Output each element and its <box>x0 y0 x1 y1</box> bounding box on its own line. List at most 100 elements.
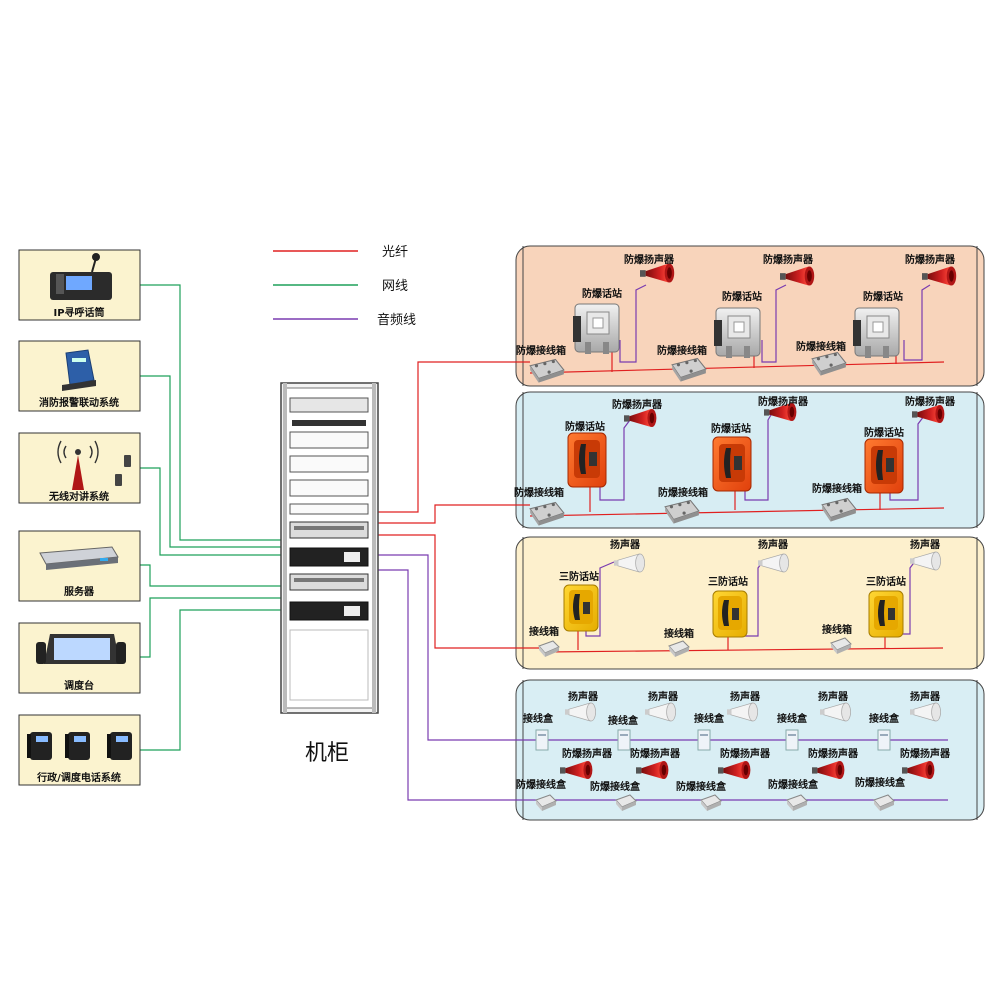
speaker-label: 防爆扬声器 <box>808 747 859 760</box>
orange-phone-icon <box>864 438 904 494</box>
phone-label: 防爆话站 <box>722 290 762 303</box>
zone4-top-unit[interactable]: 扬声器 接线盒 <box>694 690 761 751</box>
junction-box-icon <box>617 729 631 751</box>
speaker-label: 防爆扬声器 <box>720 747 771 760</box>
zone4-bottom-unit[interactable]: 防爆扬声器 防爆接线盒 <box>676 747 771 812</box>
speaker-label: 防爆扬声器 <box>612 398 663 411</box>
speaker-label: 扬声器 <box>910 538 941 551</box>
speaker-label: 防爆扬声器 <box>630 747 681 760</box>
zone2-unit[interactable]: 防爆话站 防爆扬声器 防爆接线箱 <box>514 398 663 526</box>
zone4-top-unit[interactable]: 扬声器 接线盒 <box>869 690 942 751</box>
zone-2: 防爆话站 防爆扬声器 防爆接线箱 防爆话站 防爆扬声器 防爆接线箱 防爆话站 防… <box>514 395 956 526</box>
zone3-unit[interactable]: 三防话站 扬声器 接线箱 <box>664 538 790 658</box>
zone4-top-unit[interactable]: 扬声器 接线盒 <box>777 690 852 751</box>
explosion-proof-phone-icon <box>853 307 900 359</box>
dispatch-console-icon <box>36 634 126 664</box>
orange-phone-icon <box>567 432 607 488</box>
server-icon <box>39 546 119 570</box>
source-admin-phone[interactable]: 行政/调度电话系统 <box>18 714 141 786</box>
zone1-unit[interactable]: 防爆话站 防爆扬声器 防爆接线箱 <box>516 253 675 383</box>
source-label: 消防报警联动系统 <box>39 396 119 409</box>
explosion-proof-phone-icon <box>714 307 761 359</box>
zone3-unit[interactable]: 三防话站 扬声器 接线箱 <box>529 538 646 658</box>
phone-label: 防爆话站 <box>864 426 904 439</box>
legend: 光纤 网线 音频线 <box>273 245 416 328</box>
speaker-label: 扬声器 <box>818 690 849 703</box>
box-label: 接线盒 <box>608 714 639 727</box>
box-label: 防爆接线箱 <box>658 486 708 499</box>
source-fire-alarm[interactable]: 消防报警联动系统 <box>18 340 141 412</box>
orange-phone-icon <box>712 436 752 492</box>
box-label: 防爆接线箱 <box>812 482 862 495</box>
zone-4: 扬声器 接线盒 扬声器 接线盒 扬声器 接线盒 扬声器 接线盒 扬声器 接线盒 <box>516 690 951 812</box>
speaker-label: 扬声器 <box>730 690 761 703</box>
box-label: 防爆接线盒 <box>590 780 641 793</box>
zone3-unit[interactable]: 三防话站 扬声器 接线箱 <box>822 538 942 655</box>
speaker-label: 防爆扬声器 <box>905 395 956 408</box>
box-label: 防爆接线盒 <box>855 776 906 789</box>
cabinet[interactable]: 机柜 <box>280 382 379 766</box>
zone-1: 防爆话站 防爆扬声器 防爆接线箱 防爆话站 防爆扬声器 防爆接线箱 防爆话站 防… <box>516 253 957 383</box>
source-wireless-intercom[interactable]: 无线对讲系统 <box>18 432 141 504</box>
box-label: 防爆接线盒 <box>768 778 819 791</box>
source-label: IP寻呼话筒 <box>53 306 104 319</box>
zone4-top-unit[interactable]: 扬声器 接线盒 <box>523 690 599 751</box>
box-label: 防爆接线箱 <box>516 344 566 357</box>
speaker-label: 扬声器 <box>648 690 679 703</box>
zone-3: 三防话站 扬声器 接线箱 三防话站 扬声器 接线箱 三防话站 扬声器 接线箱 <box>529 538 942 658</box>
zone2-unit[interactable]: 防爆话站 防爆扬声器 防爆接线箱 <box>812 395 956 522</box>
zone1-unit[interactable]: 防爆话站 防爆扬声器 防爆接线箱 <box>657 253 815 382</box>
box-label: 接线盒 <box>869 712 900 725</box>
box-label: 接线盒 <box>694 712 725 725</box>
zone1-unit[interactable]: 防爆话站 防爆扬声器 防爆接线箱 <box>796 253 957 376</box>
zone4-bottom-unit[interactable]: 防爆扬声器 防爆接线盒 <box>516 747 613 812</box>
legend-label-network: 网线 <box>382 279 408 294</box>
zone4-bottom-unit[interactable]: 防爆扬声器 防爆接线盒 <box>768 747 859 812</box>
speaker-label: 扬声器 <box>568 690 599 703</box>
fire-alarm-device-icon <box>62 349 96 391</box>
junction-box-icon <box>785 729 799 751</box>
zone4-bottom-unit[interactable]: 防爆扬声器 防爆接线盒 <box>590 747 681 812</box>
speaker-label: 防爆扬声器 <box>624 253 675 266</box>
network-lines <box>140 284 286 751</box>
source-dispatch-console[interactable]: 调度台 <box>18 622 141 694</box>
phone-label: 防爆话站 <box>863 290 903 303</box>
legend-label-fiber: 光纤 <box>382 245 408 260</box>
box-label: 防爆接线盒 <box>516 778 567 791</box>
source-label: 调度台 <box>64 679 94 692</box>
cabinet-rack-units <box>289 397 369 701</box>
cabinet-label: 机柜 <box>305 741 349 766</box>
source-ip-paging-mic[interactable]: IP寻呼话筒 <box>18 249 141 321</box>
phone-label: 防爆话站 <box>711 422 751 435</box>
box-label: 防爆接线箱 <box>514 486 564 499</box>
box-label: 接线盒 <box>523 712 554 725</box>
junction-box-icon <box>877 729 891 751</box>
box-label: 防爆接线箱 <box>657 344 707 357</box>
zone4-top-unit[interactable]: 扬声器 接线盒 <box>608 690 679 751</box>
phone-label: 防爆话站 <box>582 287 622 300</box>
fiber-lines <box>372 361 945 653</box>
speaker-label: 扬声器 <box>910 690 941 703</box>
box-label: 防爆接线箱 <box>796 340 846 353</box>
box-label: 防爆接线盒 <box>676 780 727 793</box>
ip-paging-microphone-icon <box>50 253 112 300</box>
speaker-label: 防爆扬声器 <box>905 253 956 266</box>
source-label: 行政/调度电话系统 <box>36 771 121 784</box>
speaker-label: 防爆扬声器 <box>900 747 951 760</box>
source-label: 服务器 <box>64 585 95 598</box>
zone-4-panel <box>515 679 985 821</box>
speaker-label: 扬声器 <box>610 538 641 551</box>
zone4-bottom-unit[interactable]: 防爆扬声器 防爆接线盒 <box>855 747 951 812</box>
source-server[interactable]: 服务器 <box>18 530 141 602</box>
box-label: 接线箱 <box>822 623 852 636</box>
zone2-unit[interactable]: 防爆话站 防爆扬声器 防爆接线箱 <box>658 395 809 524</box>
walkie-talkie-icon <box>115 455 131 486</box>
box-label: 接线箱 <box>529 625 559 638</box>
phone-label: 三防话站 <box>708 575 748 588</box>
phone-label: 防爆话站 <box>565 420 605 433</box>
yellow-phone-icon <box>712 590 748 638</box>
phone-label: 三防话站 <box>559 570 599 583</box>
junction-box-icon <box>535 729 549 751</box>
source-label: 无线对讲系统 <box>48 490 109 503</box>
